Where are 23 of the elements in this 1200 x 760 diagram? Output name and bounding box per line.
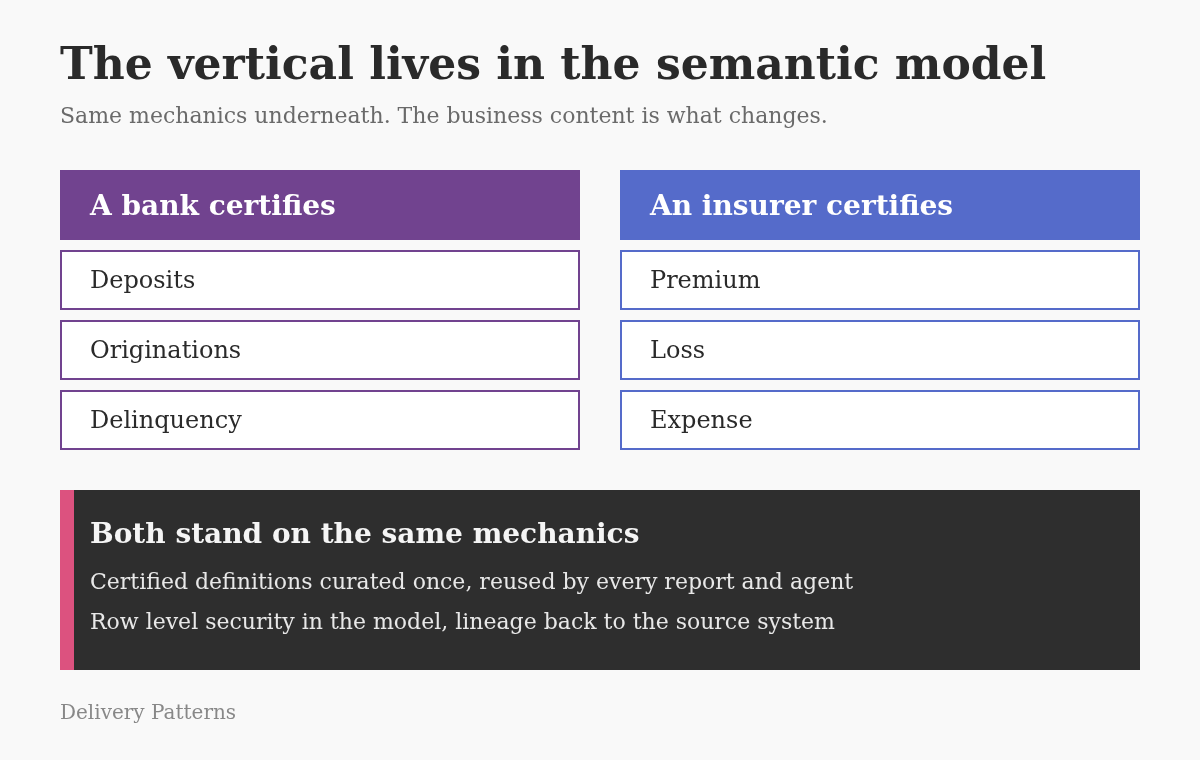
category-card: [60, 250, 580, 310]
category-name: Premium: [650, 266, 761, 294]
panel-text: Row level security in the model, lineage back to the source system: [90, 608, 836, 636]
header-band: [620, 170, 1140, 240]
category-card: [620, 320, 1140, 380]
category-name: Expense: [650, 406, 753, 434]
category-name: Deposits: [90, 266, 196, 294]
category-card: [620, 250, 1140, 310]
category-card: [620, 390, 1140, 450]
subtitle: Same mechanics underneath. The business content is what changes.: [60, 102, 828, 130]
group-heading: A bank certifies: [90, 188, 336, 222]
diagram-title: The vertical lives in the semantic model: [60, 37, 1047, 91]
footer-text: Delivery Patterns: [60, 699, 237, 726]
category-name: Loss: [650, 336, 706, 364]
category-card: [60, 390, 580, 450]
group-heading: An insurer certifies: [650, 188, 954, 222]
category-name: Originations: [90, 336, 242, 364]
panel-heading: Both stand on the same mechanics: [90, 516, 641, 552]
summary-panel: [60, 490, 1140, 670]
panel-text: Certified definitions curated once, reused by every report and agent: [90, 568, 855, 596]
category-name: Delinquency: [90, 406, 242, 434]
category-card: [60, 320, 580, 380]
header-band: [60, 170, 580, 240]
